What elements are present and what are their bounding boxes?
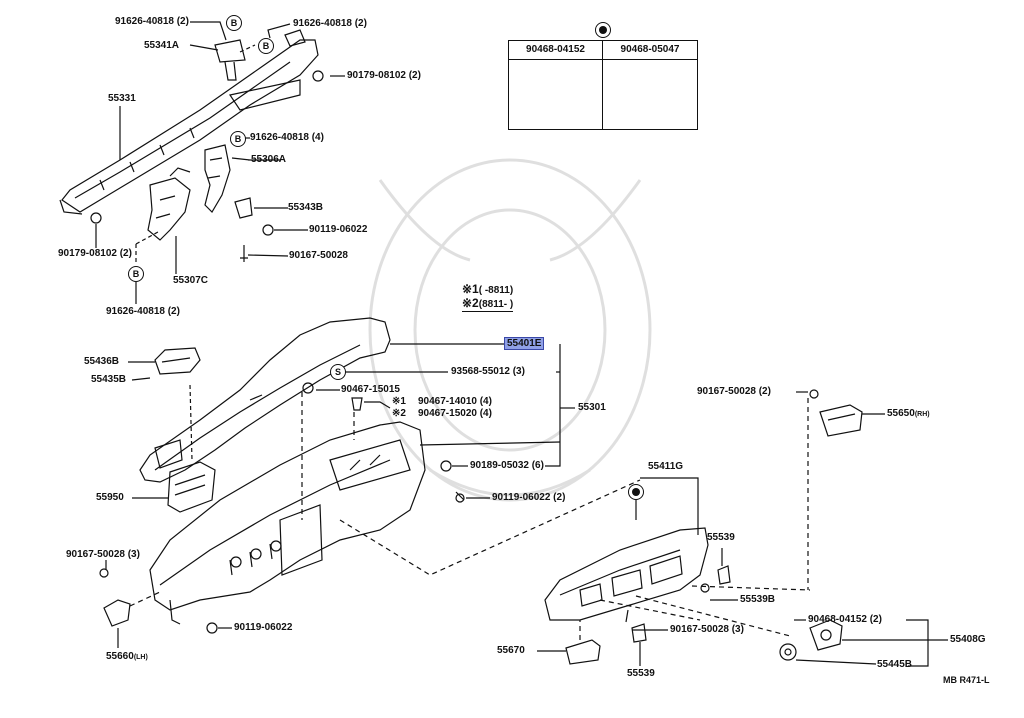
legend-range-1: ( -8811) [478, 285, 514, 296]
cluster-finish-55411G [544, 527, 709, 621]
label-55301: 55301 [578, 402, 606, 413]
label-55539-bottom: 55539 [627, 668, 655, 679]
label-55670: 55670 [497, 645, 525, 656]
label-55445B: 55445B [877, 659, 913, 670]
label-90179-08102-bottom: 90179-08102 (2) [58, 248, 132, 259]
bracket-55306A [204, 144, 231, 213]
bracket-55660 [103, 599, 131, 627]
label-55343B: 55343B [288, 202, 324, 213]
label-55650: 55650(RH) [887, 408, 930, 419]
reinforcement-55331 [59, 29, 319, 215]
page-code: MB R471-L [943, 675, 990, 685]
label-90189-05032: 90189-05032 (6) [470, 460, 544, 471]
label-90467-15015: 90467-15015 [341, 384, 400, 395]
bracket-55307C [147, 167, 191, 241]
fasteners-upper [90, 70, 324, 262]
instrument-panel-55301 [149, 421, 426, 625]
legend-mark-1: ※1 [462, 282, 479, 296]
vent-55950 [167, 461, 216, 513]
clip-55539-top [717, 565, 731, 585]
clip-55539-bottom [631, 623, 647, 643]
label-90179-08102-top: 90179-08102 (2) [347, 70, 421, 81]
mark-2: ※2 [392, 408, 406, 419]
register-55650 [819, 404, 863, 437]
register-55408G [809, 619, 843, 651]
mark-1: ※1 [392, 396, 406, 407]
register-55445B [779, 643, 797, 661]
label-55401E: 55401E [503, 337, 545, 350]
register-55436B [154, 347, 201, 375]
label-55539-top: 55539 [707, 532, 735, 543]
inset-col-1: 90468-04152 [509, 41, 603, 60]
bracket-55343B [234, 197, 253, 219]
note-dot-icon [595, 22, 611, 38]
label-90119-06022-bottom: 90119-06022 [234, 622, 293, 633]
label-55408G: 55408G [950, 634, 986, 645]
label-55539B: 55539B [740, 594, 776, 605]
label-91626-40818-top: 91626-40818 (2) [115, 16, 189, 27]
inset-col-2: 90468-05047 [603, 41, 697, 60]
symbol-b-3: B [230, 131, 246, 147]
label-55950: 55950 [96, 492, 124, 503]
label-90167-50028-top: 90167-50028 [289, 250, 348, 261]
label-91626-40818-4: 91626-40818 (4) [250, 132, 324, 143]
label-90167-50028-right: 90167-50028 (2) [697, 386, 771, 397]
label-55331: 55331 [108, 93, 136, 104]
fastener-inset-table: 90468-04152 90468-05047 [508, 40, 698, 130]
label-90468-04152: 90468-04152 (2) [808, 614, 882, 625]
legend-range-2: (8811- ) [478, 299, 514, 310]
symbol-b-1: B [226, 15, 242, 31]
label-90467-15020: 90467-15020 (4) [418, 408, 492, 419]
label-90119-06022-2: 90119-06022 (2) [492, 492, 566, 503]
label-90119-06022-top: 90119-06022 [309, 224, 368, 235]
legend-mark-2: ※2 [462, 296, 479, 310]
label-90167-50028-left: 90167-50028 (3) [66, 549, 140, 560]
label-55341A: 55341A [144, 40, 180, 51]
watermark-emblem [368, 158, 652, 502]
label-91626-40818-right: 91626-40818 (2) [293, 18, 367, 29]
label-55307C: 55307C [173, 275, 209, 286]
legend: ※1( -8811) ※2(8811- ) [462, 282, 514, 312]
symbol-s: S [330, 364, 346, 380]
label-91626-40818-bottom: 91626-40818 (2) [106, 306, 180, 317]
symbol-b-2: B [258, 38, 274, 54]
label-55436B: 55436B [84, 356, 120, 367]
clip-dot-icon [628, 484, 644, 500]
label-90467-14010: 90467-14010 (4) [418, 396, 492, 407]
symbol-b-4: B [128, 266, 144, 282]
safety-pad-55401E [139, 317, 391, 483]
label-55306A: 55306A [251, 154, 287, 165]
label-55435B: 55435B [91, 374, 127, 385]
switch-55670 [565, 639, 601, 665]
label-90167-50028-bottom: 90167-50028 (3) [670, 624, 744, 635]
label-55411G: 55411G [648, 461, 684, 472]
label-93568-55012: 93568-55012 (3) [451, 366, 525, 377]
label-55660: 55660(LH) [106, 651, 148, 662]
